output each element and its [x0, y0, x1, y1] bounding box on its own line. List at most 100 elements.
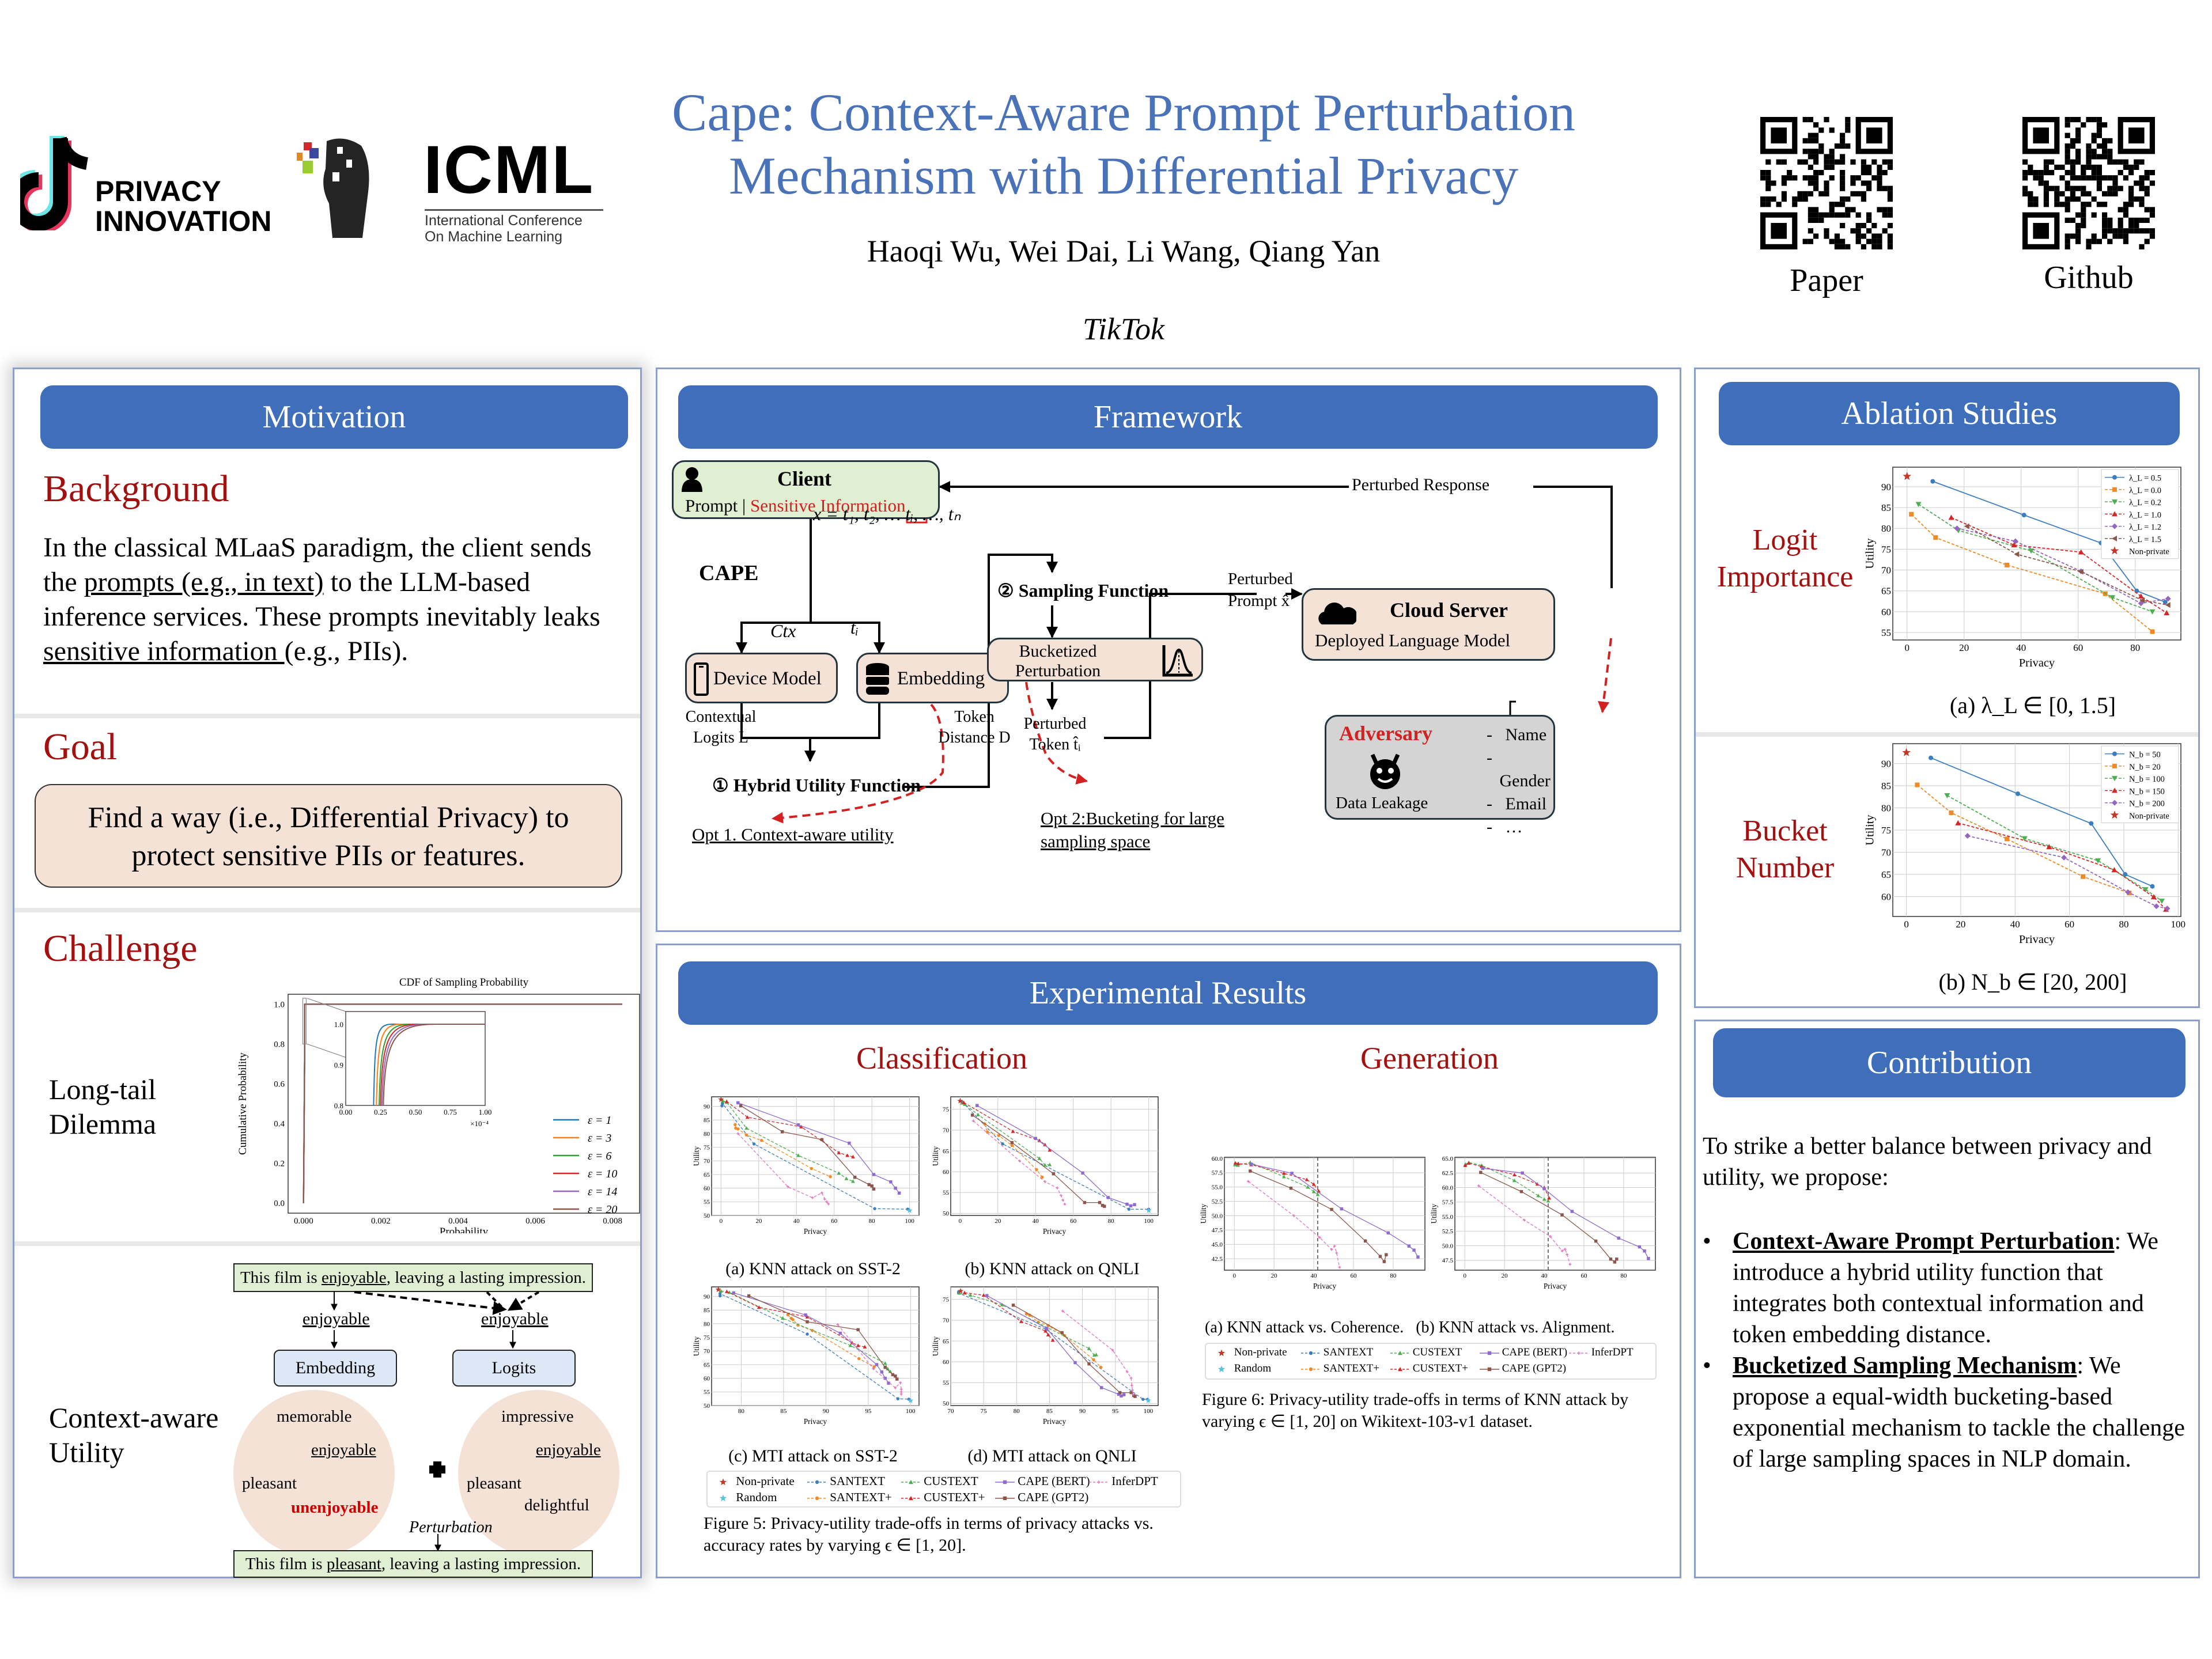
data-point — [896, 1397, 899, 1400]
data-point — [1563, 1248, 1567, 1251]
results-header: Experimental Results — [678, 961, 1658, 1025]
y-tick-label: 0.6 — [274, 1080, 285, 1089]
y-tick-label: 47.5 — [1212, 1227, 1223, 1234]
qr-finder — [1760, 212, 1798, 249]
data-point — [781, 1316, 785, 1320]
qr-module — [2102, 212, 2108, 218]
qr-module — [1887, 223, 1893, 229]
data-point — [1378, 1255, 1382, 1258]
perturbed-token-label: Perturbed Token t̂ᵢ — [1023, 715, 1087, 753]
qr-module — [1845, 244, 1851, 249]
series-cape-gpt2- — [1249, 1169, 1388, 1263]
data-point — [760, 1139, 763, 1142]
poster-title-line1: Cape: Context-Aware Prompt Perturbation — [672, 83, 1575, 142]
y-tick-label: 60 — [1881, 607, 1891, 618]
data-point — [2150, 629, 2155, 634]
x-tick-label: 60 — [2073, 642, 2083, 653]
data-point — [2011, 542, 2017, 548]
x-axis-label: Privacy — [1043, 1227, 1067, 1236]
data-point — [1560, 1249, 1564, 1253]
qr-module — [2149, 228, 2155, 234]
data-point — [1133, 1203, 1136, 1206]
qr-module — [1861, 164, 1866, 170]
right-neighbor-top: impressive — [501, 1407, 574, 1426]
series-n-b-150 — [1955, 820, 2169, 912]
qr-module — [2075, 127, 2081, 133]
data-point — [718, 1096, 724, 1102]
qr-module — [2144, 207, 2150, 213]
y-tick-label: 52.5 — [1212, 1198, 1223, 1205]
qr-module — [1866, 217, 1872, 223]
data-point — [1542, 1197, 1546, 1201]
prompts-underline: prompts (e.g., in text) — [84, 567, 324, 597]
legend-swatch — [995, 1496, 1015, 1501]
qr-code-github[interactable] — [2022, 117, 2155, 249]
authors: Haoqi Wu, Wei Dai, Li Wang, Qiang Yan — [867, 234, 1381, 268]
y-tick-label: 60 — [943, 1359, 950, 1366]
qr-module — [1813, 122, 1819, 128]
series--l-0-2 — [1915, 502, 2156, 615]
legend-marker — [1003, 1496, 1007, 1501]
qr-module — [2075, 212, 2081, 218]
plot-area — [711, 1286, 920, 1406]
legend-marker — [2110, 810, 2119, 819]
data-point — [1290, 1172, 1294, 1175]
qr-module — [1877, 233, 1882, 239]
qr-paper-label: Paper — [1790, 263, 1863, 298]
qr-module — [1792, 202, 1798, 207]
background-heading: Background — [43, 468, 229, 510]
framework-diagram: Client Prompt | Sensitive Information x … — [657, 450, 1683, 934]
data-point — [836, 1323, 840, 1326]
data-point — [1311, 1190, 1316, 1194]
qr-module — [2054, 185, 2060, 191]
legend-swatch — [995, 1480, 1015, 1484]
qr-module — [2091, 138, 2097, 143]
qr-code-paper[interactable] — [1760, 117, 1893, 249]
y-tick-label: 70 — [1881, 565, 1891, 576]
data-point — [848, 1343, 853, 1347]
x-axis-label: Privacy — [1313, 1282, 1337, 1290]
qr-module — [1829, 127, 1835, 133]
qr-module — [1834, 212, 1840, 218]
qr-module — [2123, 212, 2128, 218]
series--l-0-5 — [1930, 479, 2168, 605]
y-tick-label: 90 — [1881, 482, 1891, 493]
data-point — [837, 1150, 841, 1154]
qr-module — [1824, 159, 1829, 165]
adversary-box: Adversary Data Leakage - Name - Gender -… — [1325, 715, 1555, 836]
data-point — [1643, 1249, 1646, 1253]
inset-y-tick: 0.9 — [334, 1061, 343, 1070]
qr-module — [2059, 175, 2065, 181]
legend-label: N_b = 50 — [2129, 751, 2161, 760]
y-tick-label: 75 — [704, 1144, 710, 1151]
qr-module — [2139, 175, 2145, 181]
qr-module — [2075, 159, 2081, 165]
data-point — [732, 1291, 735, 1295]
series-inferdpt — [836, 1323, 903, 1396]
poster-title: Cape: Context-Aware Prompt Perturbation … — [605, 81, 1642, 207]
series-inferdpt — [736, 1132, 830, 1206]
data-point — [1617, 1236, 1620, 1240]
qr-module — [2144, 191, 2150, 196]
qr-module — [2149, 212, 2155, 218]
x-tick-label: 80 — [2119, 919, 2128, 930]
data-point — [1512, 1179, 1517, 1183]
data-point — [1130, 1384, 1133, 1387]
y-tick-label: 55.0 — [1212, 1184, 1223, 1191]
qr-module — [1787, 175, 1793, 181]
x-tick-label: 75 — [981, 1408, 988, 1415]
qr-module — [2096, 127, 2102, 133]
data-point — [1363, 1239, 1367, 1243]
qr-module — [2075, 132, 2081, 138]
legend-item: SANTEXT — [807, 1474, 885, 1488]
legend-item: CAPE (GPT2) — [995, 1490, 1088, 1505]
legend-swatch — [1301, 1351, 1321, 1355]
qr-module — [1818, 143, 1824, 149]
data-point — [838, 1331, 842, 1335]
data-point — [1466, 1161, 1471, 1165]
devil-icon — [1370, 753, 1400, 789]
qr-module — [1877, 207, 1882, 213]
data-point — [2165, 602, 2171, 608]
qr-module — [2086, 143, 2092, 149]
